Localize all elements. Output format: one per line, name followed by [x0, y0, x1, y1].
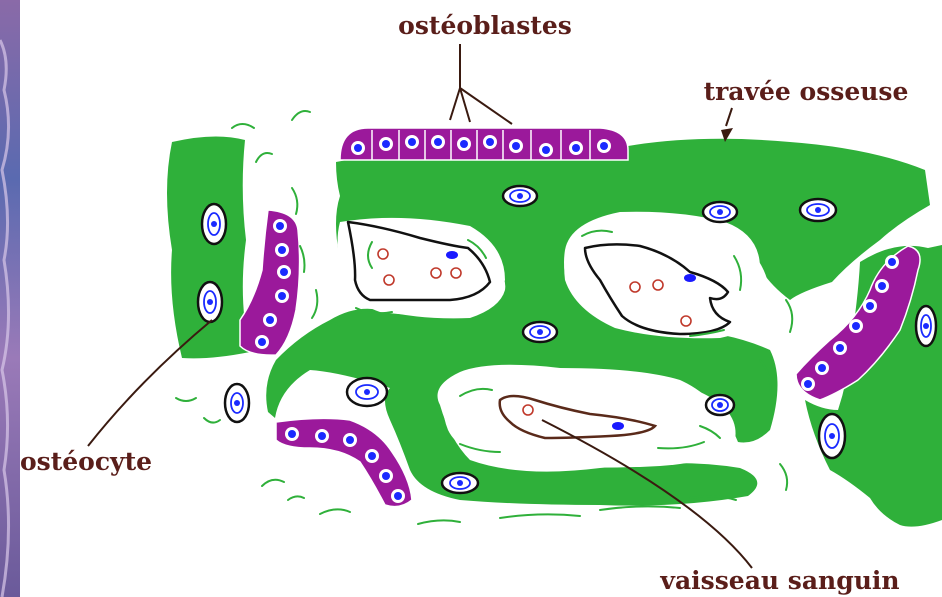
osteocyte-cell	[202, 204, 226, 244]
endothelial-nucleus	[612, 422, 624, 430]
osteocyte-cell	[800, 199, 836, 221]
osteocyte-cell	[503, 186, 537, 206]
label-trabecula: travée osseuse	[704, 77, 909, 106]
osteocyte-cell	[819, 414, 845, 458]
osteoblast-row-left	[240, 210, 300, 355]
osteocyte-cell	[442, 473, 478, 493]
endothelial-nucleus	[446, 251, 458, 259]
osteocyte-cell	[198, 282, 222, 322]
osteocyte-cell	[225, 384, 249, 422]
label-blood-vessel: vaisseau sanguin	[659, 566, 899, 595]
label-osteocyte: ostéocyte	[20, 447, 152, 476]
label-osteoblasts: ostéoblastes	[398, 11, 572, 40]
osteocyte-cell	[347, 378, 387, 406]
osteocyte-cell	[703, 202, 737, 222]
osteoblast-row-bottom	[276, 418, 412, 506]
osteocyte-cell	[916, 306, 936, 346]
osteoblast-row-top	[340, 128, 628, 160]
osteocyte-cell	[706, 395, 734, 415]
endothelial-nucleus	[684, 274, 696, 282]
osteocyte-cell	[523, 322, 557, 342]
